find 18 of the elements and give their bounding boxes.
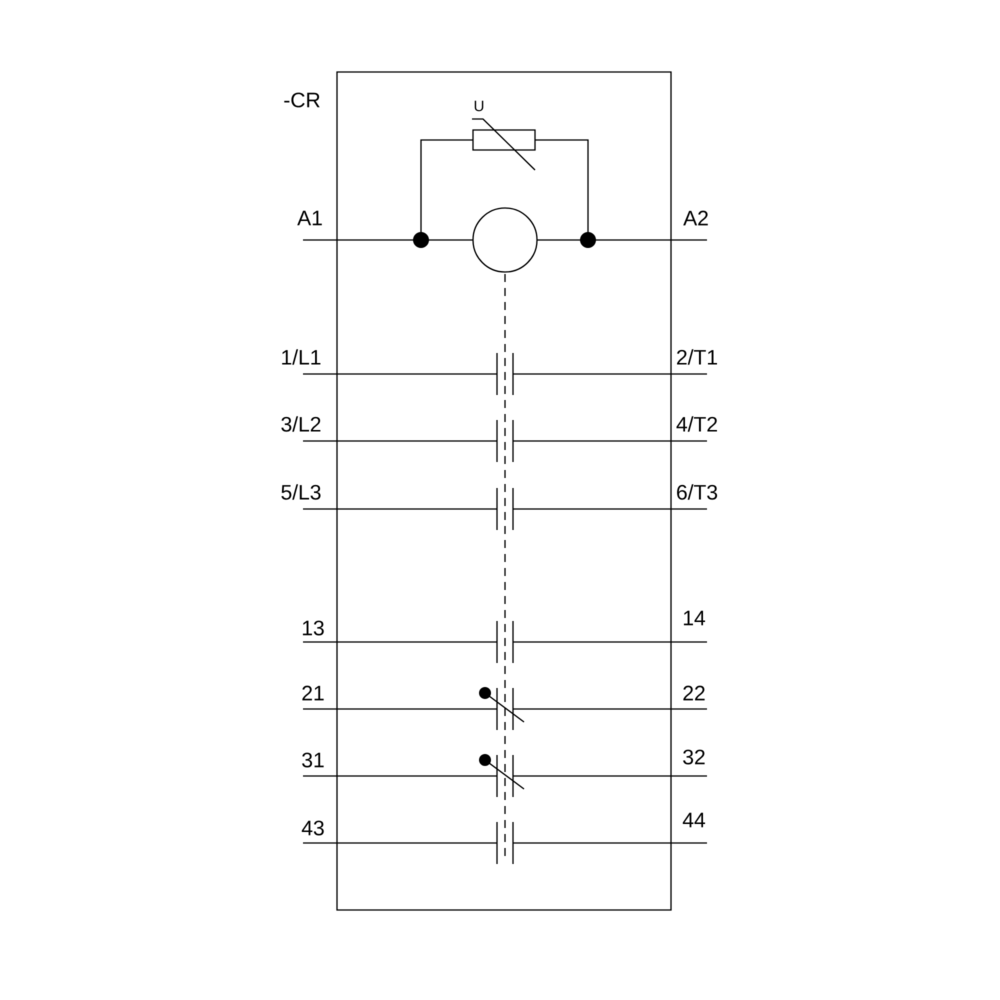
terminal-label: 14 [684,610,706,626]
terminal-label: 22 [683,686,705,700]
varistor-label: U [474,100,484,112]
terminal-label: 5/L3 [281,484,321,500]
terminal-label: A1 [297,210,322,226]
terminal-label: 3/L2 [281,416,320,432]
terminal-label: 21 [302,686,324,700]
device-tag: -CR [284,92,320,108]
terminal-label: 44 [682,812,706,828]
terminal-label: 4/T2 [676,416,717,432]
terminal-label: A2 [683,210,708,226]
terminal-label: 6/T3 [677,484,718,500]
terminal-label: 43 [302,820,324,836]
terminal-label: 2/T1 [677,349,717,365]
terminal-label: 1/L1 [282,349,320,365]
terminal-label: 31 [302,752,324,768]
terminal-label: 32 [683,750,705,764]
terminal-label: 13 [302,620,324,636]
